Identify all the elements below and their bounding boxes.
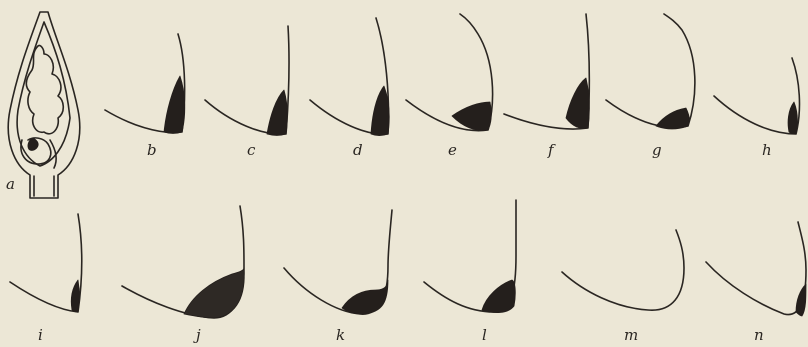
figure-n <box>706 222 806 316</box>
figure-d <box>310 18 389 136</box>
label-i: i <box>38 326 43 344</box>
figure-h <box>714 58 799 134</box>
ovule-dark <box>28 139 38 151</box>
label-b: b <box>147 141 157 159</box>
figure-e <box>406 14 493 131</box>
shaded-region <box>796 284 806 316</box>
shaded-region <box>371 86 389 136</box>
curve <box>714 58 799 134</box>
label-c: c <box>247 141 256 159</box>
figure-b <box>105 34 185 134</box>
label-m: m <box>624 326 638 344</box>
figure-f <box>504 14 589 129</box>
shaded-region <box>342 280 388 314</box>
shaded-region <box>184 268 244 318</box>
curve <box>10 214 82 312</box>
label-j: j <box>193 326 201 344</box>
curve <box>562 230 684 310</box>
label-g: g <box>652 141 662 159</box>
inner-wall <box>17 22 70 166</box>
label-h: h <box>762 141 772 159</box>
figure-k <box>284 210 392 314</box>
shaded-region <box>788 102 797 134</box>
label-n: n <box>754 326 764 344</box>
curve <box>706 222 806 315</box>
label-k: k <box>336 326 345 344</box>
shaded-region <box>566 78 589 129</box>
figure-m <box>562 230 684 310</box>
shaded-region <box>267 90 287 136</box>
shaded-region <box>482 280 515 313</box>
shaded-region <box>452 102 491 130</box>
label-f: f <box>547 141 556 159</box>
figure-i <box>10 214 82 312</box>
figure-j <box>122 206 244 318</box>
shaded-region <box>71 280 79 312</box>
figure-c <box>205 26 289 136</box>
figure-g <box>606 14 695 129</box>
label-e: e <box>448 141 457 159</box>
label-l: l <box>482 326 487 344</box>
label-a: a <box>6 175 15 193</box>
shaded-region <box>164 76 185 134</box>
figure-a-ovule-section <box>8 12 80 198</box>
shaded-region <box>656 108 689 129</box>
label-d: d <box>353 141 363 159</box>
figure-l <box>424 200 516 313</box>
